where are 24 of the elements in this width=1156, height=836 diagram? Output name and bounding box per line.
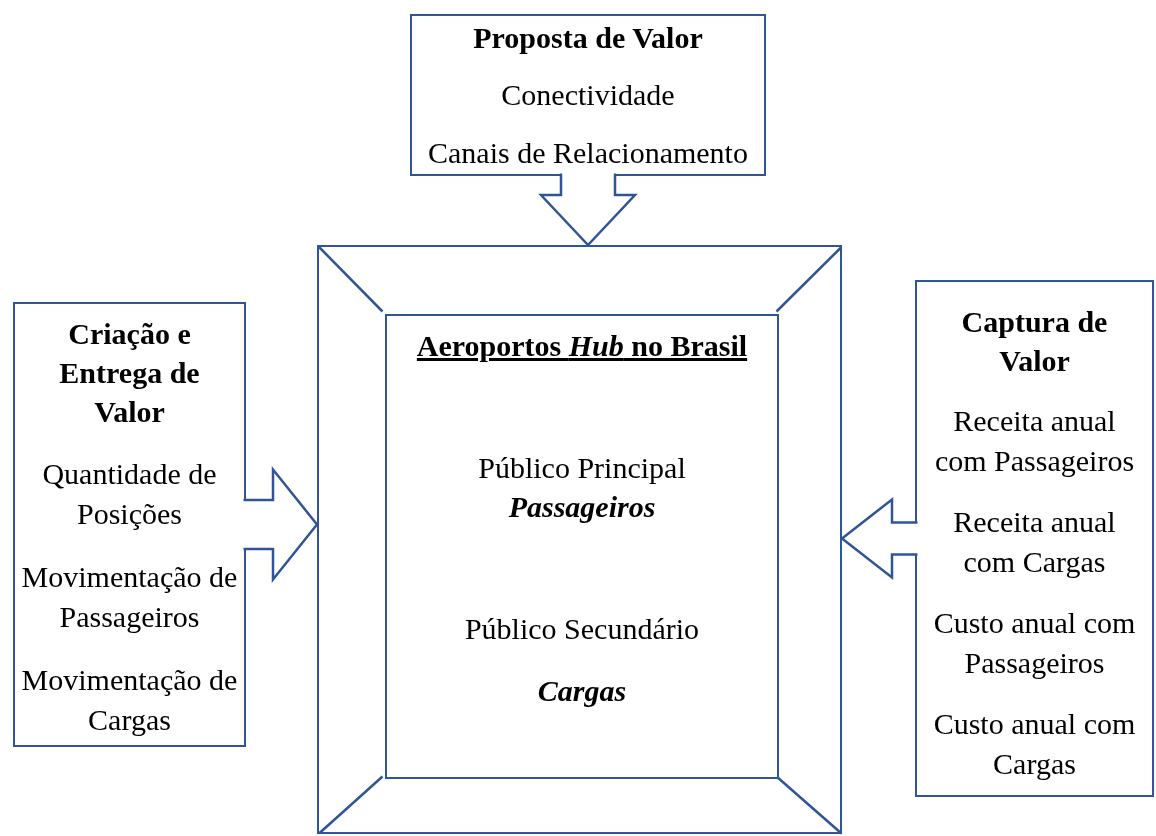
box-text: Público Secundário: [463, 611, 701, 647]
box-text: Custo anual com Cargas: [932, 706, 1137, 782]
box-text: Movimentação de Cargas: [21, 662, 238, 738]
box-text: Passageiros: [507, 489, 657, 525]
center-box: [385, 314, 779, 779]
box-text: Canais de Relacionamento: [428, 135, 748, 171]
box-text: Público Principal: [477, 450, 687, 486]
block-arrow: [242, 465, 319, 584]
box-text: Cargas: [536, 673, 628, 709]
box-text: Movimentação de Passageiros: [21, 559, 238, 635]
box-text: Receita anual com Passageiros: [933, 403, 1136, 479]
box-text: Quantidade de Posições: [41, 456, 218, 532]
box-text: Conectividade: [501, 77, 675, 113]
box-title: Aeroportos Hub no Brasil: [415, 328, 749, 364]
box-title: Criação e Entrega de Valor: [58, 316, 201, 430]
callout-box: [13, 302, 246, 747]
block-arrow: [839, 496, 919, 581]
callout-box: [410, 14, 766, 176]
block-arrow: [538, 172, 638, 247]
callout-box: [915, 280, 1154, 797]
box-title: Captura de Valor: [960, 304, 1109, 379]
box-text: Receita anual com Cargas: [952, 504, 1117, 580]
box-text: Custo anual com Passageiros: [932, 605, 1137, 681]
box-title: Proposta de Valor: [473, 20, 703, 56]
